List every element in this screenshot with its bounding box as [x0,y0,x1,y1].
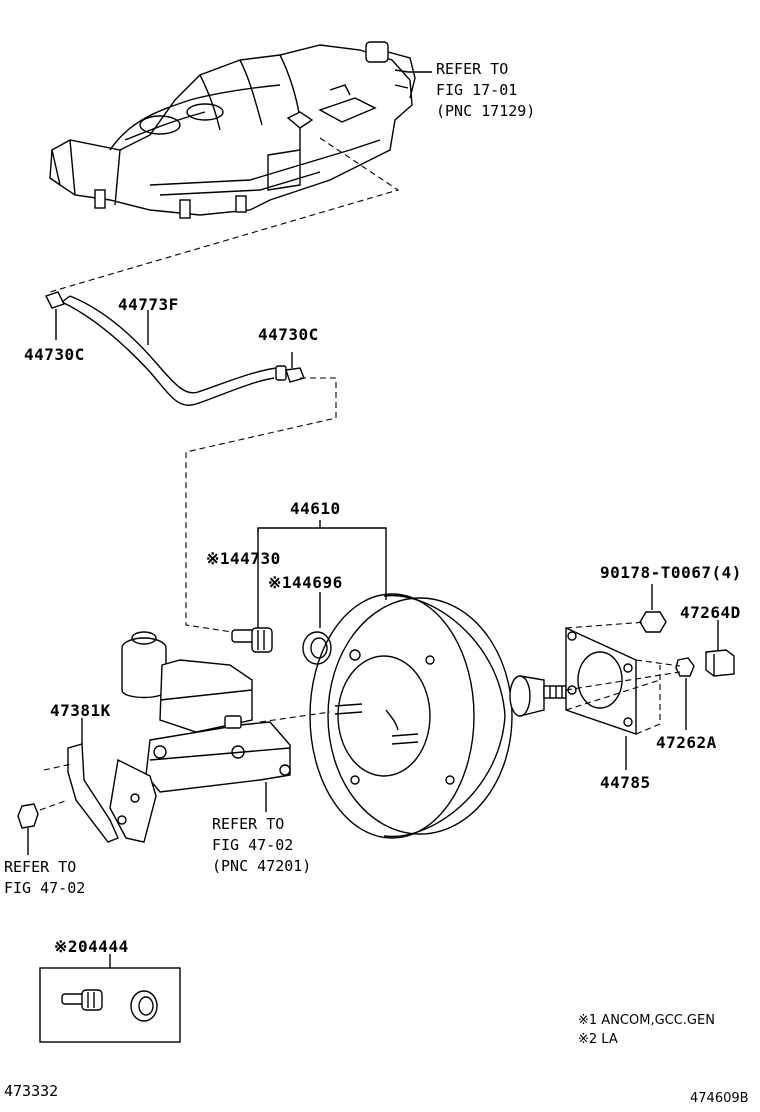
reference-fig-47-02-left: REFER TO FIG 47-02 [4,858,86,897]
check-valve-illustration [231,627,273,653]
part-label-47264D: 47264D [680,603,741,622]
footnote-2: ※2 LA [578,1032,618,1047]
brake-booster-illustration [309,593,567,839]
grommet-illustration [302,631,332,665]
part-label-44696: ※144696 [268,573,343,592]
intake-manifold-illustration [49,41,416,219]
footnote-1: ※1 ANCOM,GCC.GEN [578,1013,715,1028]
gasket-illustration [565,626,637,735]
nut-illustration [639,611,695,677]
part-label-90178: 90178-T0067(4) [600,563,742,582]
bracket-illustration [67,743,157,843]
part-label-04444: ※204444 [54,937,129,956]
clevis-illustration [705,649,735,677]
part-label-44730C-left: 44730C [24,345,85,364]
vacuum-hose-illustration [45,291,305,406]
part-label-47262A: 47262A [656,733,717,752]
part-label-44773F: 44773F [118,295,179,314]
reference-fig-47-02-center: REFER TO FIG 47-02 (PNC 47201) [212,815,312,875]
part-label-44610: 44610 [290,499,341,518]
repair-kit-box [39,954,181,1043]
part-label-44730: ※144730 [206,549,281,568]
part-label-44785: 44785 [600,773,651,792]
bolt-nut-illustration [17,803,39,829]
illustration-code-right: 474609B [690,1091,749,1106]
part-label-44730C-right: 44730C [258,325,319,344]
reference-fig-17-01: REFER TO FIG 17-01 (PNC 17129) [436,60,536,120]
part-label-47381K: 47381K [50,701,111,720]
illustration-code-left: 473332 [4,1082,59,1100]
master-cylinder-illustration [121,631,291,793]
